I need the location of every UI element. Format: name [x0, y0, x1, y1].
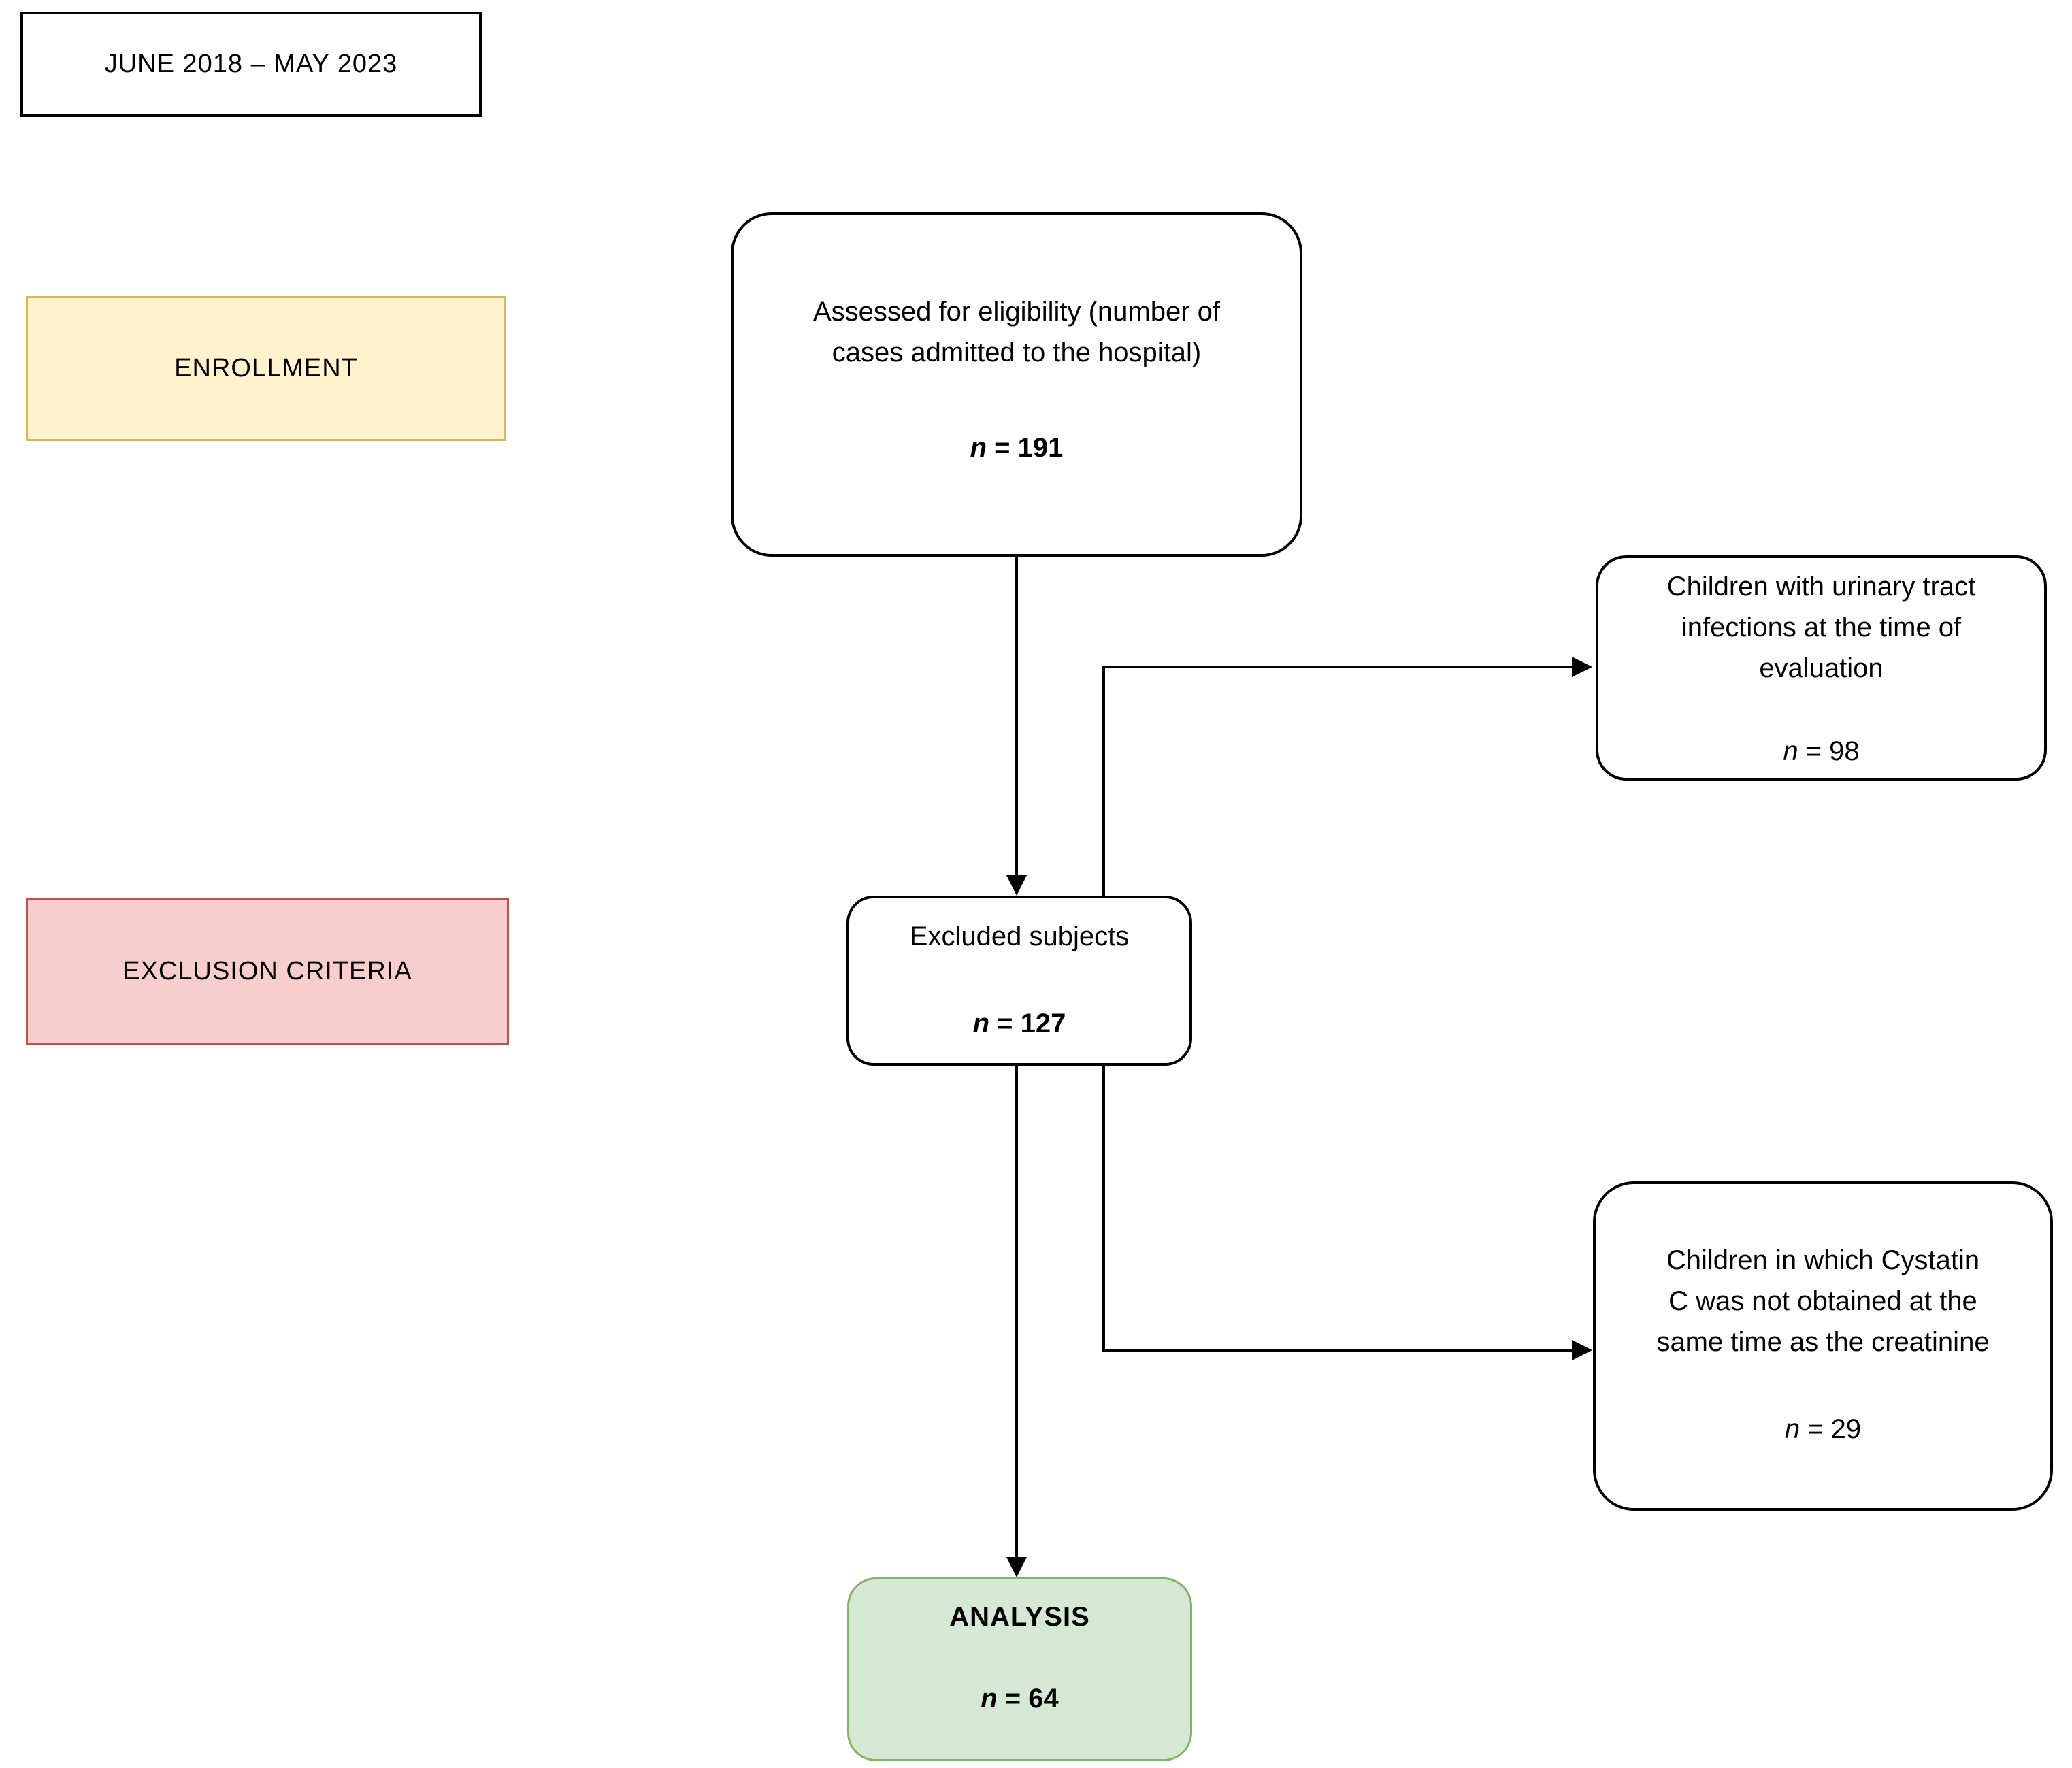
timeframe-box: JUNE 2018 – MAY 2023 — [20, 12, 482, 117]
exclusion-label: EXCLUSION CRITERIA — [122, 957, 412, 985]
excluded-line-1: Excluded subjects — [909, 921, 1130, 951]
connector-excluded-to-cystatin-vertical-line — [1102, 1066, 1105, 1352]
assessed-eligibility-node: Assessed for eligibility (number of case… — [731, 212, 1302, 557]
uti-line-3: evaluation — [1759, 653, 1884, 683]
connector-assessed-to-excluded-line — [1015, 557, 1018, 875]
timeframe-label: JUNE 2018 – MAY 2023 — [104, 50, 398, 78]
uti-line-1: Children with urinary tract — [1666, 572, 1976, 602]
connector-excluded-to-uti-vertical-line — [1102, 666, 1105, 896]
uti-line-2: infections at the time of — [1681, 612, 1962, 642]
cystatin-line-3: same time as the creatinine — [1656, 1327, 1990, 1357]
analysis-n-symbol: n — [981, 1684, 998, 1714]
cystatin-n-symbol: n — [1784, 1414, 1800, 1444]
connector-excluded-to-analysis-line — [1015, 1066, 1018, 1557]
analysis-title: ANALYSIS — [949, 1602, 1090, 1632]
excluded-subjects-node: Excluded subjects n = 127 — [846, 896, 1192, 1066]
arrowhead-down-analysis-icon — [1006, 1557, 1027, 1577]
excluded-n-value: = 127 — [997, 1009, 1066, 1038]
assessed-n-symbol: n — [970, 433, 987, 463]
assessed-line-2: cases admitted to the hospital) — [832, 338, 1202, 367]
uti-exclusion-node: Children with urinary tract infections a… — [1596, 555, 2047, 781]
arrowhead-right-uti-icon — [1572, 657, 1592, 677]
cystatin-line-1: Children in which Cystatin — [1666, 1245, 1980, 1275]
exclusion-phase-box: EXCLUSION CRITERIA — [26, 898, 509, 1045]
cystatin-line-2: C was not obtained at the — [1668, 1286, 1977, 1316]
uti-n-symbol: n — [1783, 736, 1798, 766]
arrowhead-right-cystatin-icon — [1572, 1340, 1592, 1360]
analysis-node: ANALYSIS n = 64 — [847, 1577, 1192, 1761]
cystatin-n-value: = 29 — [1807, 1414, 1862, 1444]
cystatin-n-line: n = 29 — [1596, 1409, 2050, 1450]
excluded-n-line: n = 127 — [849, 1003, 1189, 1044]
uti-n-line: n = 98 — [1598, 731, 2044, 772]
excluded-n-symbol: n — [972, 1009, 990, 1038]
uti-n-value: = 98 — [1805, 736, 1860, 766]
enrollment-label: ENROLLMENT — [174, 354, 358, 382]
enrollment-phase-box: ENROLLMENT — [26, 296, 506, 441]
analysis-n-value: = 64 — [1004, 1684, 1059, 1714]
assessed-n-line: n = 191 — [734, 427, 1300, 468]
assessed-n-value: = 191 — [994, 433, 1064, 463]
analysis-n-line: n = 64 — [849, 1678, 1190, 1719]
connector-excluded-to-uti-horizontal-line — [1102, 666, 1572, 668]
cystatin-exclusion-node: Children in which Cystatin C was not obt… — [1593, 1181, 2053, 1511]
arrowhead-down-excluded-icon — [1006, 875, 1027, 896]
connector-excluded-to-cystatin-horizontal-line — [1102, 1349, 1572, 1352]
assessed-line-1: Assessed for eligibility (number of — [812, 297, 1221, 327]
